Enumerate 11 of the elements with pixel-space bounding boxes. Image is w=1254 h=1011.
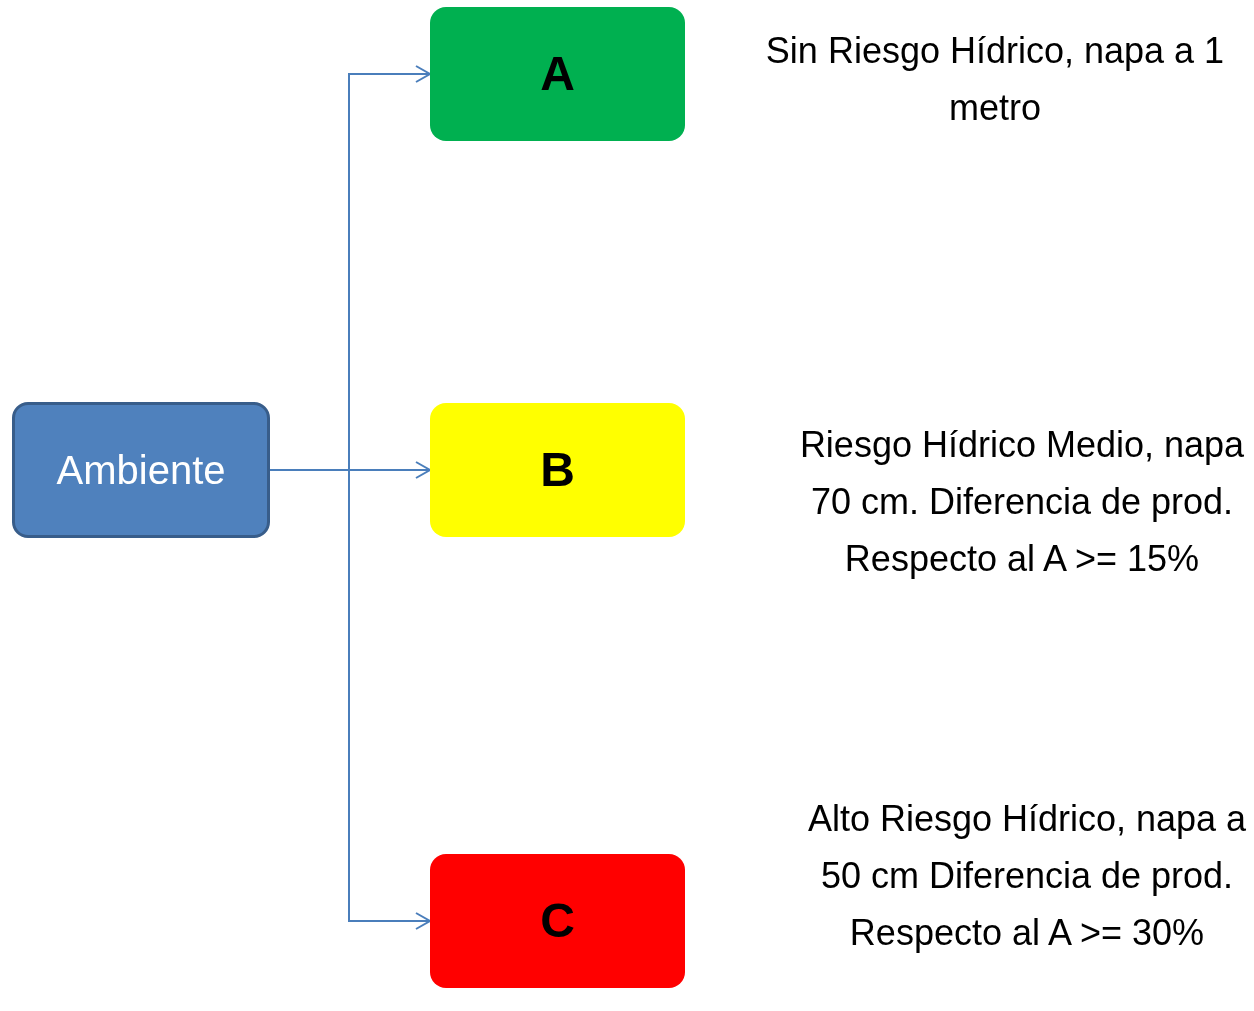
process-box bbox=[12, 402, 270, 538]
description-text: Alto Riesgo Hídrico, napa a 50 cm Diferencia de prod. Respecto al A >= 30% bbox=[806, 797, 1248, 955]
box-label: B bbox=[540, 442, 575, 498]
category-box bbox=[430, 7, 685, 141]
box-label: C bbox=[540, 893, 575, 949]
category-box bbox=[430, 854, 685, 988]
description-text: Riesgo Hídrico Medio, napa 70 cm. Diferencia de prod. Respecto al A >= 15% bbox=[798, 423, 1246, 581]
category-box bbox=[430, 403, 685, 537]
box-label: A bbox=[540, 46, 575, 102]
description-text: Sin Riesgo Hídrico, napa a 1 metro bbox=[764, 29, 1226, 130]
box-label: Ambiente bbox=[56, 447, 226, 494]
